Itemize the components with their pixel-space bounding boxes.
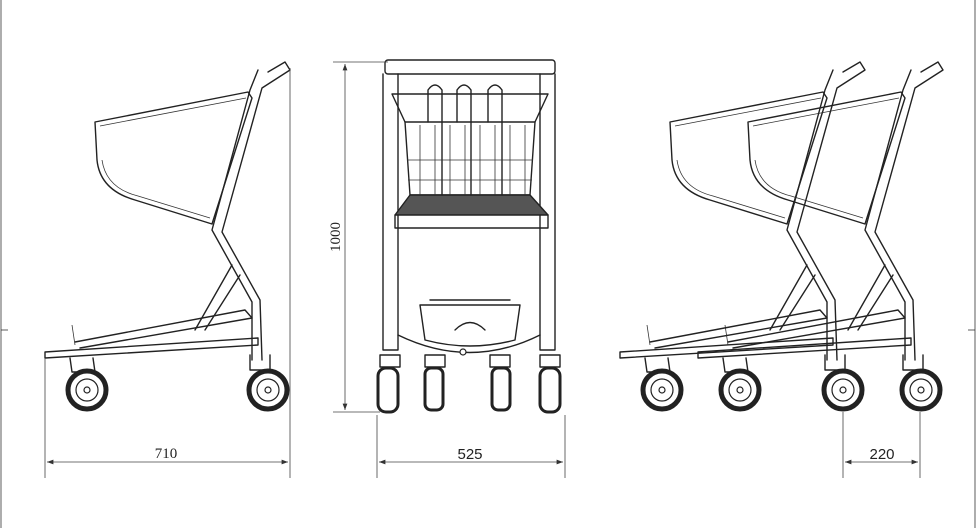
dimension-nesting: 220 [842, 412, 921, 478]
side-view-cart [45, 62, 290, 409]
dimension-width: 525 [376, 415, 566, 478]
dimension-label-width: 525 [457, 446, 482, 463]
front-view-cart [376, 59, 562, 414]
dimension-label-length: 710 [155, 446, 178, 462]
dimension-height: 1000 [328, 61, 388, 413]
nested-carts-view [620, 62, 943, 409]
dimension-length: 710 [44, 68, 291, 478]
dimension-label-height: 1000 [328, 222, 344, 252]
dimension-label-nesting: 220 [869, 446, 894, 463]
